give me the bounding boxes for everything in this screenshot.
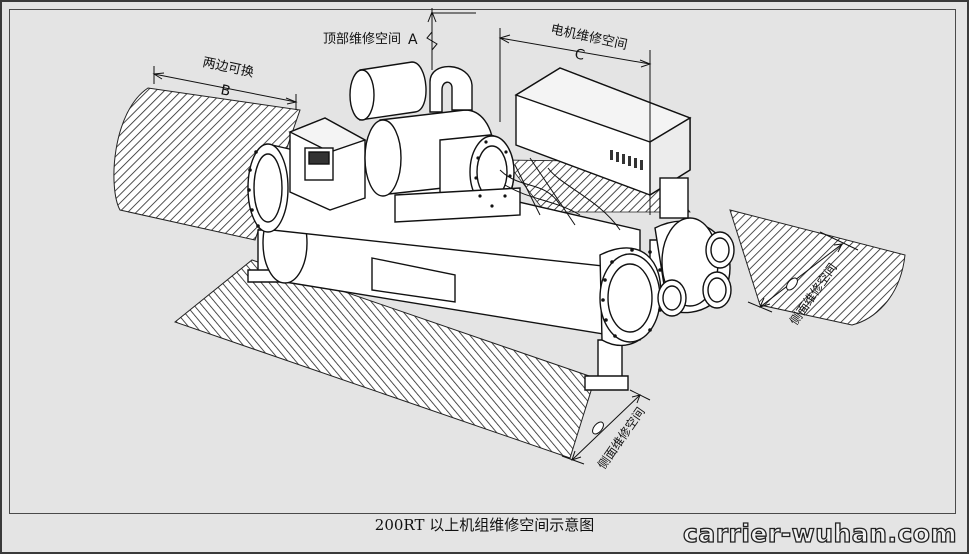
chiller-unit: [247, 61, 735, 391]
label-top-space: 顶部维修空间: [323, 32, 401, 47]
label-side-space-bottom: 侧面维修空间: [594, 404, 648, 472]
watermark-logo: carrier-wuhan.com: [682, 518, 957, 548]
label-motor-space-letter: C: [573, 46, 586, 64]
flange-bolts: [247, 140, 662, 338]
label-top-space-letter: A: [408, 32, 418, 48]
wiring-details: [499, 157, 621, 231]
tube-pull-zone-right: [729, 209, 906, 326]
label-both-sides: 两边可换: [201, 55, 255, 80]
dimension-marker-d-bottom: [592, 421, 604, 435]
label-both-sides-letter: B: [219, 82, 232, 100]
cabinet-vents: [610, 150, 643, 170]
dimension-lines: [152, 8, 859, 465]
dimension-marker-d-right: [786, 277, 798, 291]
figure-caption: 200RT 以上机组维修空间示意图: [374, 516, 595, 534]
